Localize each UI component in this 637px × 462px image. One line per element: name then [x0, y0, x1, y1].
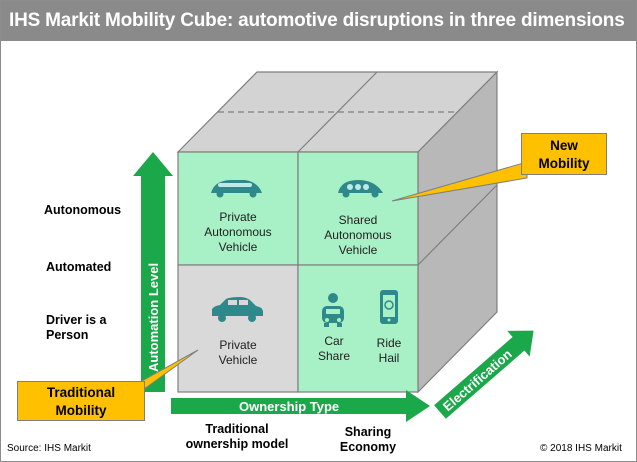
bottom-line: Economy: [339, 440, 397, 454]
label-line: Vehicle: [218, 353, 258, 367]
level-driver-line1: Driver is a: [46, 313, 107, 327]
callout-line: Traditional: [46, 385, 116, 400]
cell-private-vehicle: [177, 264, 299, 393]
bottom-line: Traditional: [205, 422, 269, 436]
car-icon: [212, 297, 263, 322]
callout-traditional-mobility: Traditional Mobility: [17, 381, 145, 421]
label-line: Share: [317, 349, 351, 363]
callout-line: Mobility: [538, 156, 590, 171]
level-driver-line2: Person: [46, 328, 89, 342]
label-ride-hail: Ride Hail: [369, 336, 409, 366]
label-line: Vehicle: [218, 240, 258, 254]
shared-pod-icon: [338, 180, 383, 198]
label-private-autonomous-vehicle: Private Autonomous Vehicle: [180, 210, 296, 255]
callout-new-mobility: New Mobility: [521, 133, 607, 175]
label-line: Private: [219, 338, 257, 352]
level-driver: Driver is a Person: [46, 313, 106, 343]
footer-copyright: © 2018 IHS Markit: [540, 443, 622, 454]
right-face-divider: [417, 184, 498, 266]
autonomous-car-icon: [211, 180, 262, 198]
bottom-label-sharing: Sharing Economy: [313, 425, 423, 455]
level-automated: Automated: [46, 260, 112, 274]
ride-hail-phone-icon: [380, 290, 398, 324]
label-line: Shared: [338, 213, 378, 227]
cell-shared-driver: [297, 264, 419, 393]
label-line: Vehicle: [338, 243, 378, 257]
bottom-line: Sharing: [344, 425, 392, 439]
label-line: Autonomous: [324, 228, 392, 242]
level-autonomous: Autonomous: [44, 203, 122, 217]
automation-level-arrow: Automation Level: [133, 152, 173, 392]
label-line: Hail: [378, 351, 400, 365]
car-share-icon: [322, 293, 344, 327]
bottom-line: ownership model: [185, 437, 289, 451]
label-line: Private: [219, 210, 257, 224]
label-line: Autonomous: [204, 225, 272, 239]
callout-line: Mobility: [55, 403, 107, 418]
label-line: Ride: [376, 336, 402, 350]
top-face-divider: [297, 71, 378, 153]
label-line: Car: [324, 334, 344, 348]
label-shared-autonomous-vehicle: Shared Autonomous Vehicle: [300, 213, 416, 258]
figure-title: IHS Markit Mobility Cube: automotive dis…: [9, 10, 625, 31]
callout-line: New: [550, 138, 578, 153]
ownership-type-arrow: Ownership Type: [171, 390, 430, 422]
bottom-label-traditional: Traditional ownership model: [172, 422, 302, 452]
label-private-vehicle: Private Vehicle: [180, 338, 296, 368]
automation-level-label: Automation Level: [146, 263, 161, 372]
label-car-share: Car Share: [314, 334, 354, 364]
ownership-type-label: Ownership Type: [239, 399, 339, 414]
footer-source: Source: IHS Markit: [7, 443, 91, 454]
title-bar: IHS Markit Mobility Cube: automotive dis…: [1, 1, 636, 41]
